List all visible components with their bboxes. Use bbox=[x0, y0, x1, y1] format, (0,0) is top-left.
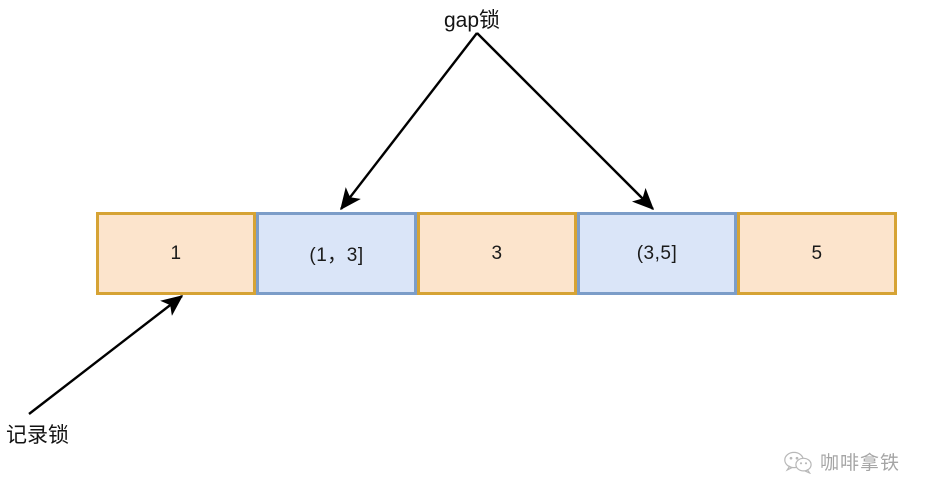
watermark: 咖啡拿铁 bbox=[783, 448, 900, 475]
wechat-bubbles-icon bbox=[784, 451, 812, 474]
cell-label: 3 bbox=[491, 242, 503, 264]
arrow-gap-left bbox=[340, 32, 478, 211]
arrow-record-lock bbox=[28, 295, 184, 415]
cell-record-3: 3 bbox=[417, 212, 577, 295]
cell-record-5: 5 bbox=[737, 212, 897, 295]
record-lock-label: 记录锁 bbox=[6, 424, 69, 447]
arrow-gap-right bbox=[476, 32, 655, 211]
cell-gap-1-3: (1，3] bbox=[256, 212, 417, 295]
gap-lock-label: gap锁 bbox=[444, 9, 501, 32]
cell-label: (3,5] bbox=[636, 242, 678, 264]
cell-label: 5 bbox=[811, 242, 823, 264]
cell-gap-3-5: (3,5] bbox=[577, 212, 737, 295]
cell-label: (1，3] bbox=[309, 245, 364, 266]
cell-label: 1 bbox=[170, 242, 182, 264]
index-row: 1 (1，3] 3 (3,5] 5 bbox=[96, 212, 897, 295]
cell-record-1: 1 bbox=[96, 212, 256, 295]
watermark-text: 咖啡拿铁 bbox=[820, 453, 901, 474]
